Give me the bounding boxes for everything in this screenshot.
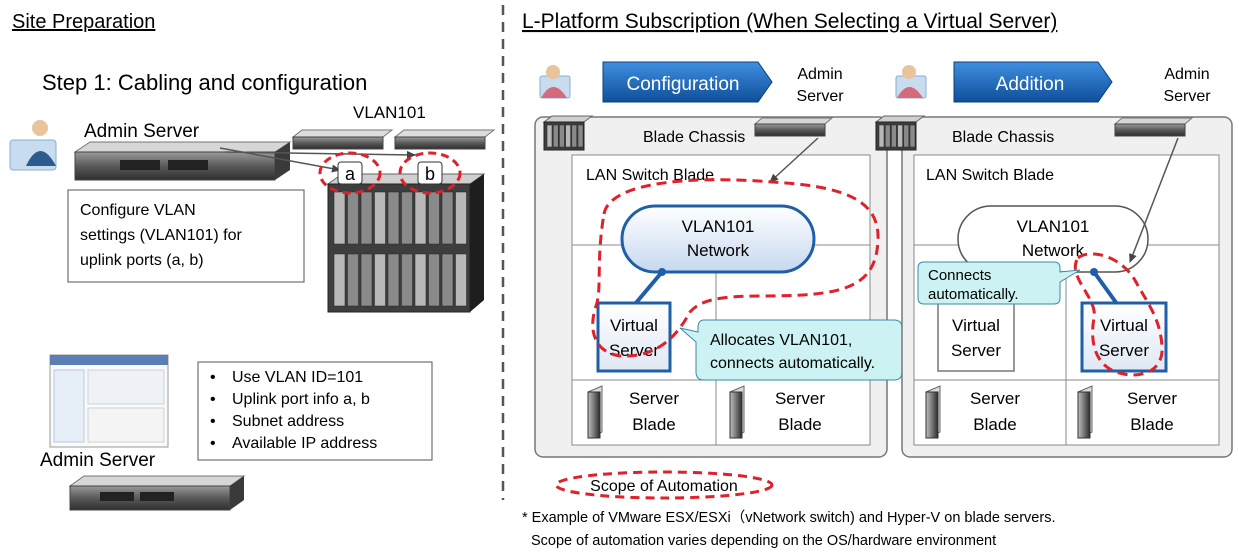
config-note-box — [67, 189, 305, 283]
admin-server-bottom-icon — [68, 475, 246, 511]
right-panel: L-Platform Subscription (When Selecting … — [522, 10, 1233, 549]
addition-action-arrow — [953, 61, 1113, 103]
vlan-network-pill — [620, 204, 816, 274]
server-blade-label-line-1: Server — [775, 389, 825, 408]
admin-person-icon — [9, 120, 57, 171]
footnote-line-2: Scope of automation varies depending on … — [531, 533, 996, 549]
network-label-line-1: VLAN101 — [682, 217, 755, 236]
config-note-line-1: Configure VLAN — [80, 202, 196, 219]
port-b-box — [417, 161, 443, 185]
vlan-info-box — [197, 361, 433, 461]
vlan-info-item: Use VLAN ID=101 — [232, 369, 363, 386]
admin-to-network-arrow — [769, 137, 819, 183]
virtual-server-label-line-2: Server — [951, 341, 1001, 360]
network-label-line-1: VLAN101 — [1017, 217, 1090, 236]
server-blade-label-line-2: Blade — [973, 415, 1016, 434]
blade-chassis-photo-icon — [542, 115, 594, 151]
footnote-line-1: * Example of VMware ESX/ESXi（vNetwork sw… — [522, 509, 1055, 526]
svg-text:•: • — [210, 369, 216, 386]
svg-text:•: • — [210, 435, 216, 452]
network-label-line-2: Network — [1022, 241, 1085, 260]
vlan-label: VLAN101 — [353, 103, 426, 122]
server-blade-label-line-1: Server — [1127, 389, 1177, 408]
port-b-scope-ellipse — [398, 151, 462, 195]
admin-server-small-icon — [753, 117, 834, 137]
blade-chassis-label: Blade Chassis — [643, 129, 745, 146]
connects-callout — [917, 261, 1081, 305]
server-blade-icon — [729, 385, 745, 439]
cable-arrow-b — [224, 150, 416, 159]
connection-node — [1090, 268, 1098, 276]
user-person-icon — [539, 65, 571, 99]
callout-line-1: Allocates VLAN101, — [710, 332, 852, 349]
admin-server-bottom-label: Admin Server — [40, 450, 156, 471]
admin-label-line-2: Server — [1163, 88, 1211, 105]
admin-to-network-arrow — [1129, 137, 1179, 263]
virtual-server-label-line-2: Server — [1099, 341, 1149, 360]
callout-line-2: automatically. — [928, 286, 1019, 303]
port-a-label: a — [345, 164, 356, 184]
port-a-scope-ellipse — [318, 151, 382, 195]
admin-server-top-label: Admin Server — [84, 121, 200, 142]
virtual-server-label-line-1: Virtual — [610, 316, 658, 335]
admin-server-top-icon — [73, 141, 292, 181]
addition-action-label: Addition — [996, 74, 1065, 95]
virtual-server-label-line-2: Server — [609, 341, 659, 360]
legend-scope-label: Scope of Automation — [590, 478, 738, 495]
vlan-info-item: Available IP address — [232, 435, 377, 452]
server-blade-label-line-2: Blade — [1130, 415, 1173, 434]
port-b-label: b — [425, 164, 435, 184]
server-blade-label-line-2: Blade — [632, 415, 675, 434]
admin-server-small-icon — [1113, 117, 1194, 137]
server-blade-label-line-2: Blade — [778, 415, 821, 434]
configuration-action-label: Configuration — [626, 74, 739, 95]
svg-text:•: • — [210, 413, 216, 430]
admin-label-line-1: Admin — [1164, 66, 1209, 83]
blade-chassis-icon — [326, 173, 486, 313]
admin-label-line-1: Admin — [797, 66, 842, 83]
vlan-info-list: • Use VLAN ID=101 • Uplink port info a, … — [210, 369, 377, 452]
lan-switch-blade-box — [571, 154, 871, 446]
callout-line-2: connects automatically. — [710, 355, 875, 372]
virtual-server-box-new — [1080, 301, 1168, 373]
connection-node — [658, 268, 666, 276]
callout-line-1: Connects — [928, 267, 991, 284]
server-blade-icon — [925, 385, 941, 439]
lan-switch-blade-label: LAN Switch Blade — [926, 167, 1054, 184]
config-note-line-2: settings (VLAN101) for — [80, 227, 243, 244]
virtual-server-box-existing — [937, 302, 1015, 372]
svg-text:•: • — [210, 391, 216, 408]
l-platform-heading: L-Platform Subscription (When Selecting … — [522, 10, 1057, 33]
vlan-info-item: Subnet address — [232, 413, 344, 430]
lan-switch-right-icon — [393, 129, 496, 150]
blade-chassis-photo-icon — [874, 115, 926, 151]
virtual-server-label-line-1: Virtual — [952, 316, 1000, 335]
admin-label-line-2: Server — [796, 88, 844, 105]
virtual-server-box — [596, 301, 672, 373]
lan-switch-left-icon — [291, 129, 394, 150]
port-a-box — [337, 161, 363, 185]
virtual-server-label-line-1: Virtual — [1100, 316, 1148, 335]
admin-console-screenshot-icon — [49, 354, 169, 448]
scenario-configuration: Configuration Admin Server Blade Chassis… — [534, 61, 903, 458]
network-label-line-2: Network — [687, 241, 750, 260]
server-blade-label-line-1: Server — [970, 389, 1020, 408]
site-preparation-heading: Site Preparation — [12, 11, 155, 33]
config-note-line-3: uplink ports (a, b) — [80, 252, 204, 269]
server-blade-label-line-1: Server — [629, 389, 679, 408]
legend-scope-ellipse — [554, 470, 774, 500]
server-blade-icon — [587, 385, 603, 439]
blade-chassis-label: Blade Chassis — [952, 129, 1054, 146]
user-person-icon — [895, 65, 927, 99]
automation-scope-region — [1074, 252, 1164, 377]
server-blade-icon — [1077, 385, 1093, 439]
scenario-addition: Addition Admin Server Blade Chassis LAN … — [874, 61, 1233, 458]
configuration-action-arrow — [602, 61, 773, 103]
vlan-info-item: Uplink port info a, b — [232, 391, 370, 408]
step-title: Step 1: Cabling and configuration — [42, 70, 367, 95]
left-panel: Site Preparation Step 1: Cabling and con… — [9, 11, 496, 511]
